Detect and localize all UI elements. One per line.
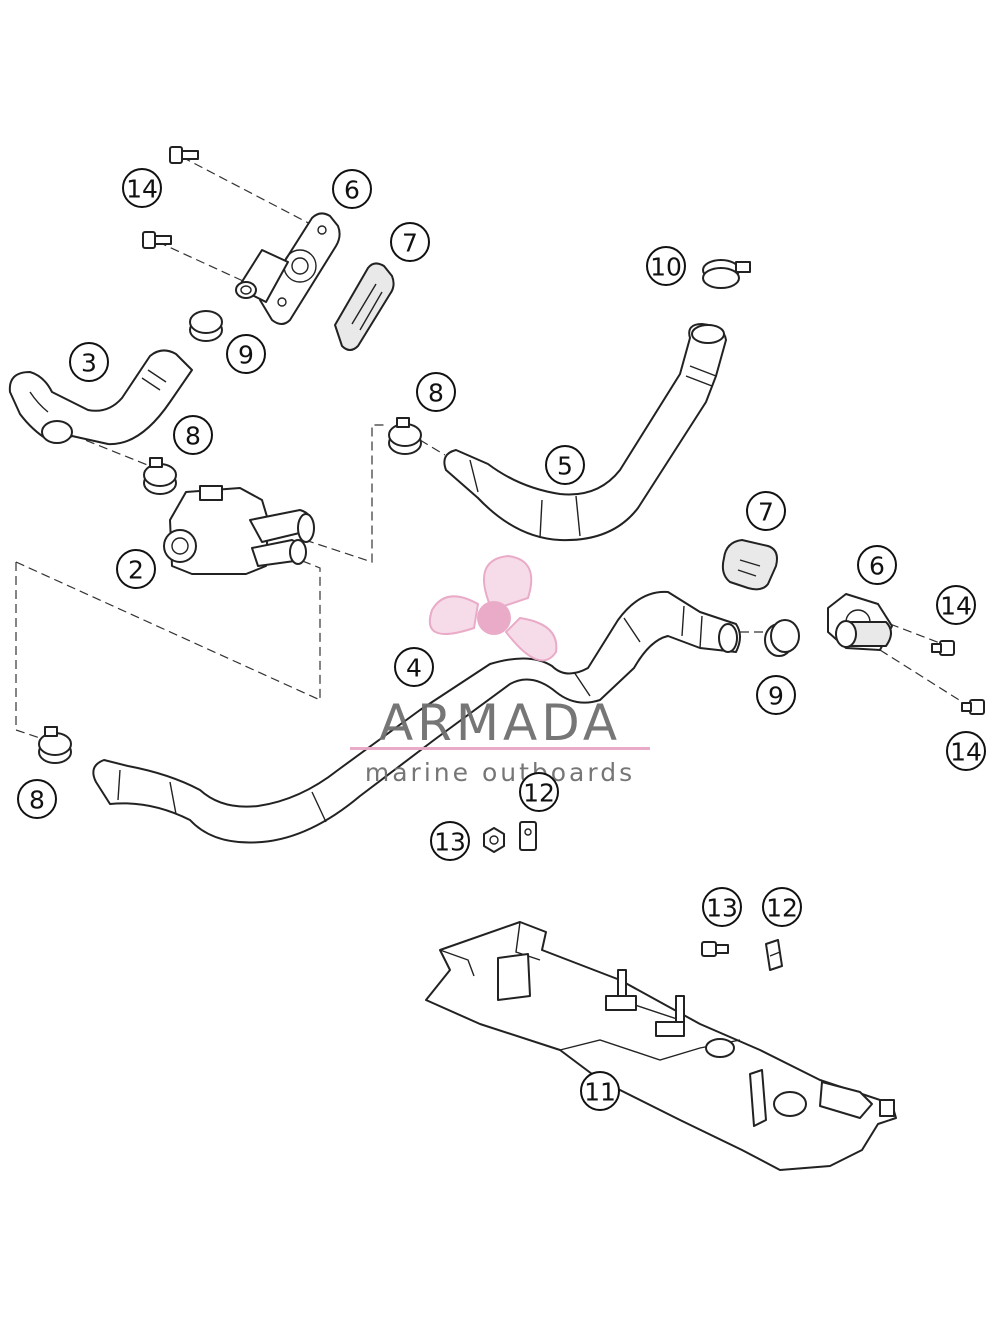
bolt-13-right [701,941,729,957]
callout-14: 14 [936,585,976,625]
bolt-upper-1 [169,146,199,164]
svg-text:14: 14 [950,738,982,767]
armada-propeller-logo [428,554,558,662]
svg-text:11: 11 [584,1078,616,1107]
hose-3 [8,349,193,446]
svg-text:6: 6 [869,552,885,581]
callout-7: 7 [390,222,430,262]
callout-8: 8 [17,779,57,819]
thermostat-cover-lower [827,593,893,651]
svg-text:3: 3 [81,349,97,378]
callout-7: 7 [746,491,786,531]
svg-text:9: 9 [768,682,784,711]
svg-text:12: 12 [523,779,555,808]
hose-clamp-8-center [388,417,422,455]
bolt-right-1 [931,640,955,656]
callout-2: 2 [116,549,156,589]
watermark-rule [350,747,650,750]
svg-text:4: 4 [406,654,422,683]
hose-5 [443,323,727,542]
armada-watermark: ARMADA marine outboards [350,554,650,787]
callout-11: 11 [580,1071,620,1111]
callout-3: 3 [69,342,109,382]
callouts: 14 6 7 10 3 9 8 8 5 7 2 6 14 4 9 14 8 12… [17,168,986,1111]
svg-text:14: 14 [940,592,972,621]
callout-6: 6 [332,169,372,209]
svg-text:7: 7 [758,498,774,527]
svg-text:5: 5 [557,452,573,481]
callout-6: 6 [857,545,897,585]
hose-clamp-10 [702,259,751,289]
callout-12: 12 [762,887,802,927]
callout-5: 5 [545,445,585,485]
callout-14: 14 [946,731,986,771]
callout-8: 8 [416,372,456,412]
svg-text:7: 7 [402,229,418,258]
callout-13: 13 [702,887,742,927]
callout-14: 14 [122,168,162,208]
svg-text:8: 8 [428,379,444,408]
svg-text:13: 13 [706,894,738,923]
bracket-11 [425,921,897,1171]
callout-10: 10 [646,246,686,286]
watermark-tagline: marine outboards [365,758,635,787]
svg-text:10: 10 [650,253,682,282]
nut-13-center [483,827,505,853]
hose-clamp-9-upper [189,310,223,342]
thermostat-cover-upper [235,212,341,325]
svg-text:2: 2 [128,556,144,585]
hose-clamp-8-left [143,457,177,495]
callout-13: 13 [430,821,470,861]
svg-text:9: 9 [238,341,254,370]
svg-text:6: 6 [344,176,360,205]
callout-9: 9 [226,334,266,374]
hose-clamp-9-lower [764,619,800,657]
bolt-upper-2 [142,231,172,249]
callout-4: 4 [394,647,434,687]
callout-8: 8 [173,415,213,455]
hose-4 [92,590,741,844]
svg-text:14: 14 [126,175,158,204]
svg-text:8: 8 [29,786,45,815]
clip-12-center [519,821,537,851]
bolt-right-2 [961,699,985,715]
thermostat-housing [163,485,315,575]
gasket-lower [721,539,778,591]
svg-text:8: 8 [185,422,201,451]
svg-text:13: 13 [434,828,466,857]
leader-lines [15,156,976,739]
gasket-upper [334,262,395,351]
watermark-brand: ARMADA [379,694,621,752]
svg-text:12: 12 [766,894,798,923]
clip-12-right [765,939,783,971]
callout-9: 9 [756,675,796,715]
callout-12: 12 [519,772,559,812]
hose-clamp-8-lower [38,726,72,764]
